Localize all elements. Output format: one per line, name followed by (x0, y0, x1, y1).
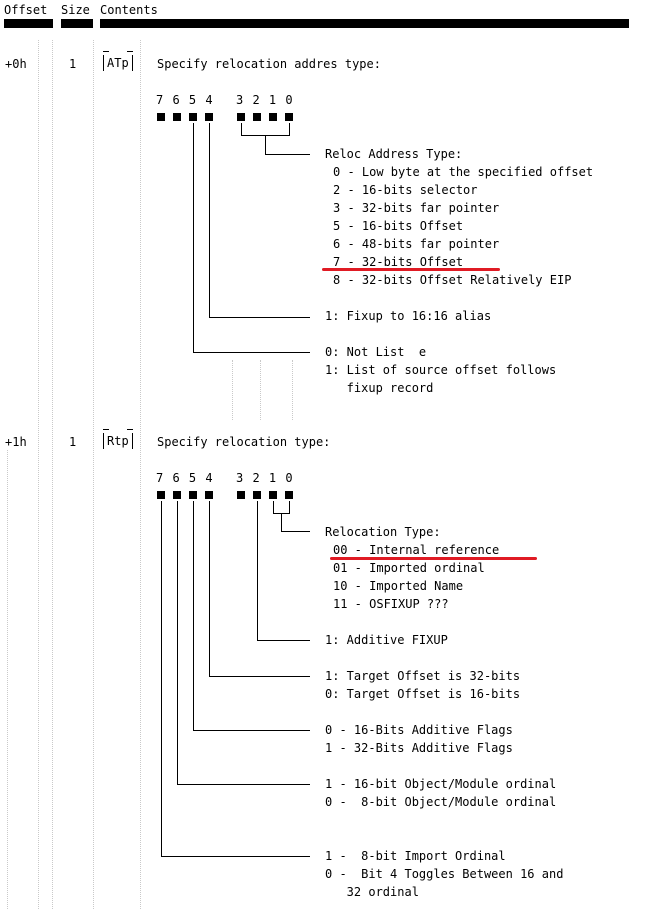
reloc-item: 01 - Imported ordinal (333, 561, 485, 575)
reloc-item: 11 - OSFIXUP ??? (333, 597, 449, 611)
bit7-desc: 32 ordinal (325, 885, 419, 899)
bit5-desc: fixup record (325, 381, 434, 395)
highlight-underline (322, 268, 500, 271)
field-box: Rtp (103, 429, 133, 449)
bit6-desc: 1 - 16-bit Object/Module ordinal (325, 777, 557, 791)
header-offset: Offset (4, 3, 48, 17)
bit5-desc: 1: List of source offset follows (325, 363, 557, 377)
bit2-line (257, 501, 258, 640)
bit7-line (161, 501, 162, 856)
bit5-desc: 1 - 32-Bits Additive Flags (325, 741, 513, 755)
reloc-title: Reloc Address Type: (325, 147, 463, 161)
reloc-title: Relocation Type: (325, 525, 441, 539)
field-name: Rtp (107, 434, 129, 448)
record-size: 1 (69, 435, 77, 449)
bit5-line (193, 501, 194, 730)
bracket-line (289, 123, 290, 135)
bit-5 (189, 491, 197, 499)
record-title: Specify relocation type: (157, 435, 331, 449)
bit-4 (205, 113, 213, 121)
column-guide (52, 40, 53, 909)
header-size-bar (61, 19, 93, 28)
record-size: 1 (69, 57, 77, 71)
bit5-line (193, 352, 310, 353)
bracket-line (273, 501, 274, 513)
bit6-line (177, 784, 310, 785)
bit-numbers-low: 3 2 1 0 (236, 93, 294, 107)
bit-3 (237, 113, 245, 121)
field-name: ATp (107, 56, 129, 70)
column-guide (140, 40, 141, 909)
reloc-item: 3 - 32-bits far pointer (333, 201, 500, 215)
bit7-line (161, 856, 310, 857)
reloc-item-highlighted: 7 - 32-bits Offset (333, 255, 464, 269)
record-offset: +1h (5, 435, 27, 449)
bit5-line (193, 123, 194, 352)
bit-7 (157, 491, 165, 499)
field-box: ATp (103, 51, 133, 71)
reloc-item: 8 - 32-bits Offset Relatively EIP (333, 273, 572, 287)
bit6-line (177, 501, 178, 784)
bit-0 (285, 491, 293, 499)
bit-numbers-high: 7 6 5 4 (156, 471, 214, 485)
bracket-line (265, 154, 310, 155)
column-guide (38, 40, 39, 909)
record-offset: +0h (5, 57, 27, 71)
bit-2 (253, 491, 261, 499)
bit5-line (193, 730, 310, 731)
bit-7 (157, 113, 165, 121)
bit2-line (257, 640, 310, 641)
bit-1 (269, 491, 277, 499)
bracket-line (281, 513, 282, 531)
bit-6 (173, 491, 181, 499)
bit4-desc: 1: Fixup to 16:16 alias (325, 309, 492, 323)
column-guide (292, 360, 293, 420)
bit5-desc: 0 - 16-Bits Additive Flags (325, 723, 513, 737)
reloc-item: 10 - Imported Name (333, 579, 464, 593)
reloc-item: 0 - Low byte at the specified offset (333, 165, 594, 179)
bit5-desc: 0: Not List e (325, 345, 427, 359)
bit-numbers-high: 7 6 5 4 (156, 93, 214, 107)
column-guide (93, 40, 94, 909)
bit-6 (173, 113, 181, 121)
bit-0 (285, 113, 293, 121)
reloc-item-highlighted: 00 - Internal reference (333, 543, 500, 557)
bracket-line (289, 501, 290, 513)
highlight-underline (330, 557, 537, 560)
bit4-desc: 0: Target Offset is 16-bits (325, 687, 521, 701)
bit-2 (253, 113, 261, 121)
bit-1 (269, 113, 277, 121)
bit-3 (237, 491, 245, 499)
bit4-line (209, 501, 210, 676)
bit2-desc: 1: Additive FIXUP (325, 633, 448, 647)
reloc-item: 6 - 48-bits far pointer (333, 237, 500, 251)
column-guide (260, 360, 261, 420)
bit6-desc: 0 - 8-bit Object/Module ordinal (325, 795, 557, 809)
bit7-desc: 1 - 8-bit Import Ordinal (325, 849, 506, 863)
bit4-line (209, 123, 210, 317)
bit4-line (209, 676, 310, 677)
header-offset-bar (4, 19, 53, 28)
column-guide (7, 450, 8, 909)
bracket-line (241, 123, 242, 135)
bit-5 (189, 113, 197, 121)
bracket-line (281, 531, 310, 532)
record-title: Specify relocation addres type: (157, 57, 381, 71)
bit4-desc: 1: Target Offset is 32-bits (325, 669, 521, 683)
bit7-desc: 0 - Bit 4 Toggles Between 16 and (325, 867, 564, 881)
bit4-line (209, 317, 310, 318)
bit-4 (205, 491, 213, 499)
column-guide (232, 360, 233, 420)
bit-numbers-low: 3 2 1 0 (236, 471, 294, 485)
reloc-item: 5 - 16-bits Offset (333, 219, 464, 233)
bracket-line (265, 135, 266, 154)
header-size: Size (61, 3, 90, 17)
header-contents-bar (100, 19, 629, 28)
reloc-item: 2 - 16-bits selector (333, 183, 478, 197)
header-contents: Contents (100, 3, 158, 17)
